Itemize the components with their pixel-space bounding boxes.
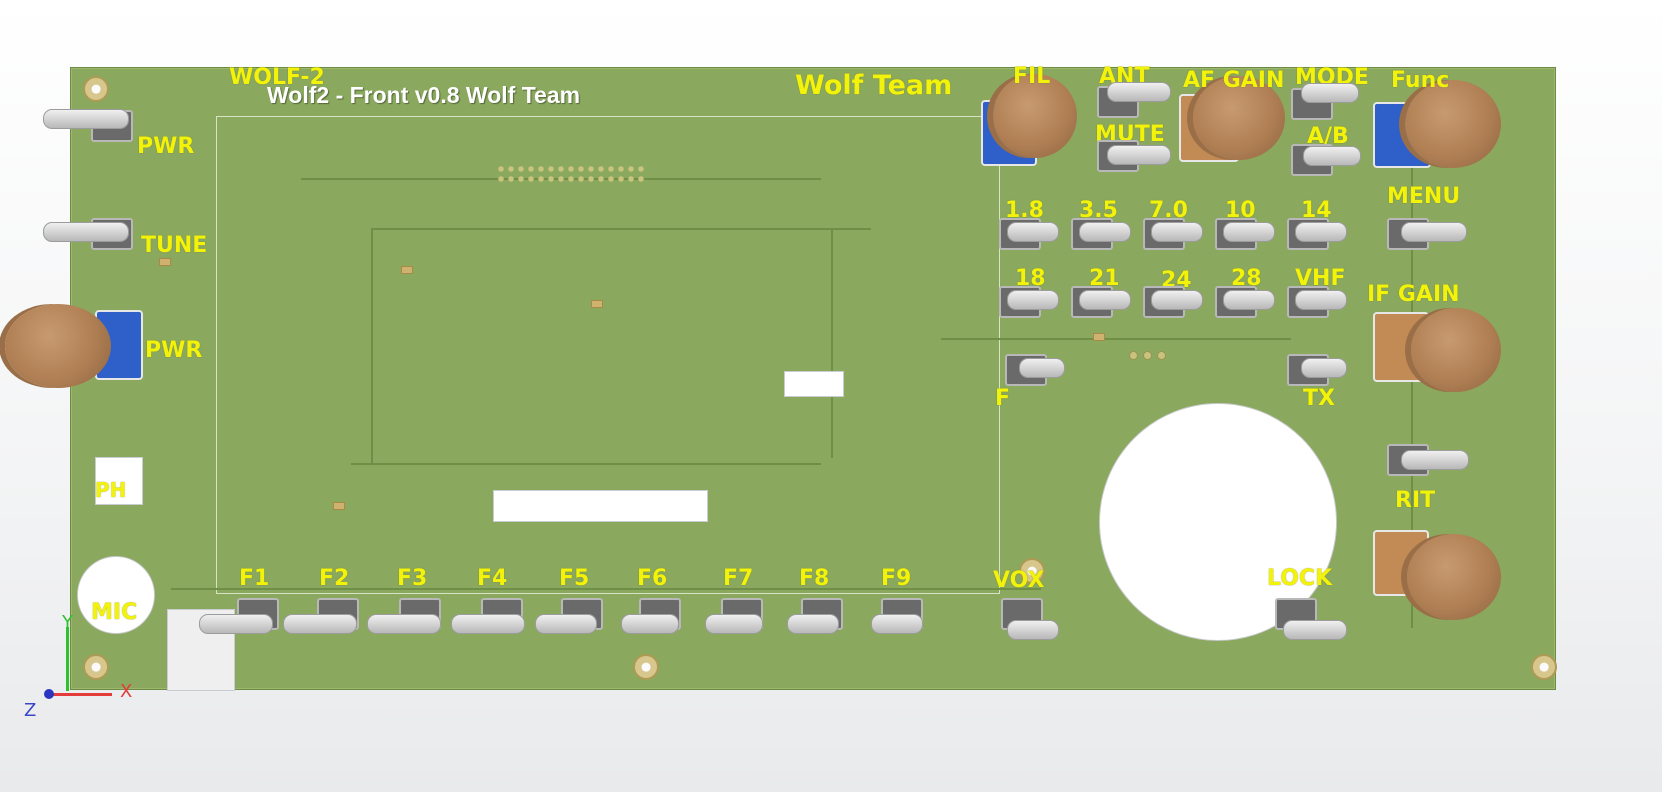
label-mic: MIC — [91, 600, 138, 625]
func-knob[interactable] — [1405, 80, 1501, 168]
band-18-button[interactable] — [1007, 290, 1059, 310]
smd-part — [401, 266, 413, 274]
ant-switch-lever[interactable] — [1107, 82, 1171, 102]
header-pins — [496, 164, 646, 184]
smd-part — [159, 258, 171, 266]
band-28-button[interactable] — [1223, 290, 1275, 310]
label-lock: LOCK — [1267, 566, 1333, 591]
band-vhf-button[interactable] — [1295, 290, 1347, 310]
label-f3: F3 — [397, 566, 428, 591]
mounting-pad — [83, 654, 109, 680]
label-f7: F7 — [723, 566, 754, 591]
band-3-5-button[interactable] — [1079, 222, 1131, 242]
f7-button[interactable] — [705, 614, 763, 634]
trace — [351, 463, 821, 465]
rit-switch-lever[interactable] — [1401, 450, 1469, 470]
mounting-pad — [1019, 558, 1045, 584]
label-f9: F9 — [881, 566, 912, 591]
pwr-knob[interactable] — [5, 304, 111, 388]
band-21-button[interactable] — [1079, 290, 1131, 310]
menu-switch-lever[interactable] — [1401, 222, 1467, 242]
small-cutout — [784, 371, 844, 397]
trace — [371, 228, 373, 463]
lcd-outline — [216, 116, 1000, 594]
trace — [941, 338, 1291, 340]
f3-button[interactable] — [367, 614, 441, 634]
trace — [371, 228, 871, 230]
via — [1129, 351, 1138, 360]
ab-switch-lever[interactable] — [1303, 146, 1361, 166]
band-24-button[interactable] — [1151, 290, 1203, 310]
smd-part — [333, 502, 345, 510]
f8-button[interactable] — [787, 614, 839, 634]
label-menu: MENU — [1387, 184, 1461, 209]
af-gain-knob[interactable] — [1193, 76, 1285, 160]
label-tune: TUNE — [141, 233, 208, 258]
mode-switch-lever[interactable] — [1301, 83, 1359, 103]
label-pwr-top: PWR — [137, 134, 195, 159]
axis-y-line — [66, 627, 69, 691]
band-10-button[interactable] — [1223, 222, 1275, 242]
f5-button[interactable] — [535, 614, 597, 634]
trace — [171, 588, 1041, 590]
f2-button[interactable] — [283, 614, 357, 634]
smd-part — [1093, 333, 1105, 341]
if-gain-knob[interactable] — [1411, 308, 1501, 392]
tx-switch-lever[interactable] — [1301, 358, 1347, 378]
lcd-connector-cutout — [493, 490, 708, 522]
axis-x-line — [50, 693, 112, 696]
label-fil: FIL — [1013, 64, 1051, 89]
label-func: Func — [1391, 68, 1450, 93]
label-if-gain: IF GAIN — [1367, 282, 1460, 307]
smd-part — [591, 300, 603, 308]
mounting-pad — [83, 76, 109, 102]
band-1-8-button[interactable] — [1007, 222, 1059, 242]
f4-button[interactable] — [451, 614, 525, 634]
mute-switch-lever[interactable] — [1107, 145, 1171, 165]
label-af-gain: AF GAIN — [1183, 68, 1285, 93]
board-title-team: Wolf Team — [795, 70, 953, 101]
label-f4: F4 — [477, 566, 508, 591]
label-tx: TX — [1303, 386, 1335, 411]
label-rit: RIT — [1395, 488, 1436, 513]
ph-cutout — [95, 457, 143, 505]
board-title-main: Wolf2 - Front v0.8 Wolf Team — [267, 82, 581, 108]
trace — [831, 228, 833, 458]
label-vox: VOX — [993, 568, 1045, 593]
label-pwr-mid: PWR — [145, 338, 203, 363]
rit-knob[interactable] — [1407, 534, 1501, 620]
label-ph: PH — [95, 478, 127, 502]
label-f5: F5 — [559, 566, 590, 591]
pwr-switch-lever[interactable] — [43, 109, 129, 129]
f9-button[interactable] — [871, 614, 923, 634]
mounting-pad — [1531, 654, 1557, 680]
fil-knob[interactable] — [993, 74, 1077, 158]
mounting-pad — [633, 654, 659, 680]
axis-origin — [44, 689, 54, 699]
axis-x-label: X — [120, 681, 133, 702]
label-f6: F6 — [637, 566, 668, 591]
pcb-board: WOLF-2 Wolf2 - Front v0.8 Wolf Team Wolf… — [5, 64, 1557, 691]
f-switch-lever[interactable] — [1019, 358, 1065, 378]
axis-y-label: Y — [62, 612, 73, 633]
mic-hole — [77, 556, 155, 634]
board-title-left: WOLF-2 — [229, 65, 325, 90]
lock-button[interactable] — [1283, 620, 1347, 640]
label-f2: F2 — [319, 566, 350, 591]
via — [1143, 351, 1152, 360]
band-7-0-button[interactable] — [1151, 222, 1203, 242]
f6-button[interactable] — [621, 614, 679, 634]
label-f1: F1 — [239, 566, 270, 591]
band-14-button[interactable] — [1295, 222, 1347, 242]
label-f: F — [995, 386, 1011, 411]
axis-z-label: Z — [24, 700, 37, 721]
f1-button[interactable] — [199, 614, 273, 634]
vox-button[interactable] — [1007, 620, 1059, 640]
tune-switch-lever[interactable] — [43, 222, 129, 242]
via — [1157, 351, 1166, 360]
label-f8: F8 — [799, 566, 830, 591]
